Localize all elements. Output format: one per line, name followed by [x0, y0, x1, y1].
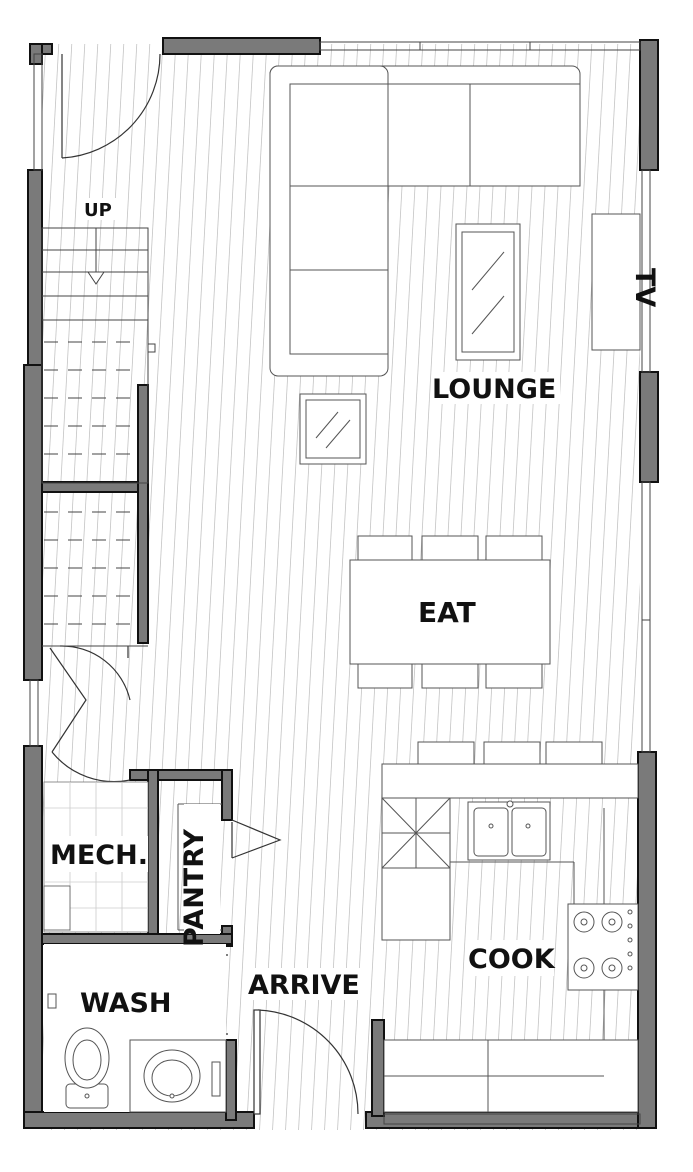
wall-top-right-corner — [639, 39, 659, 171]
floorboard-line — [0, 40, 20, 1140]
bar-stools — [417, 741, 603, 765]
wall-left-upper — [27, 169, 43, 366]
wall-right-mid — [639, 371, 659, 483]
wall-right-lower — [637, 751, 657, 1129]
stair-arrow-head — [87, 271, 105, 285]
label-lounge: LOUNGE — [432, 374, 556, 405]
tv-unit — [591, 213, 641, 351]
windows — [29, 41, 651, 1125]
wall-kitchen-stub — [371, 1019, 385, 1117]
floorboard-line — [675, 40, 693, 1140]
dining-table — [349, 559, 551, 665]
floorboard-line — [42, 44, 73, 598]
sectional-sofa — [269, 65, 581, 377]
label-up: UP — [84, 200, 112, 221]
wall-stair-right — [137, 384, 149, 644]
wall-left-lower — [23, 745, 43, 1127]
floorboard-line — [42, 44, 60, 360]
kitchen — [381, 763, 639, 1113]
kitchen-island — [381, 763, 639, 799]
room-labels: UP LOUNGE TV EAT MECH. PANTRY COOK WASH … — [48, 198, 660, 1020]
window-right-lower — [641, 481, 651, 753]
wall-left-mid — [23, 364, 43, 681]
wall-pantry-right — [221, 769, 233, 821]
exterior-walls — [23, 37, 659, 1129]
wall-mech-top — [129, 769, 233, 781]
wall-wash-right — [225, 1039, 237, 1121]
wash-room — [44, 944, 227, 1113]
floorboard-line — [42, 44, 86, 836]
wall-mech-right — [147, 769, 159, 937]
window-bottom — [383, 1113, 641, 1125]
label-eat: EAT — [418, 596, 476, 629]
label-cook: COOK — [468, 944, 556, 975]
dining-set — [349, 535, 551, 689]
floorboard-line — [662, 40, 693, 1140]
wall-bottom-left — [23, 1111, 255, 1129]
side-table — [299, 393, 367, 465]
staircase — [41, 227, 156, 647]
label-wash: WASH — [80, 988, 172, 1019]
coffee-table — [455, 223, 521, 361]
label-pantry: PANTRY — [179, 828, 210, 947]
window-left-lower — [29, 679, 39, 747]
label-tv: TV — [629, 268, 660, 307]
window-right-upper — [641, 169, 651, 373]
window-left-upper — [33, 53, 43, 171]
window-top — [319, 41, 641, 51]
floorboard-line — [688, 40, 693, 1140]
door-pantry-bifold — [231, 819, 282, 859]
wall-top-segment — [162, 37, 321, 55]
label-mech: MECH. — [50, 840, 148, 871]
label-arrive: ARRIVE — [248, 970, 360, 1001]
